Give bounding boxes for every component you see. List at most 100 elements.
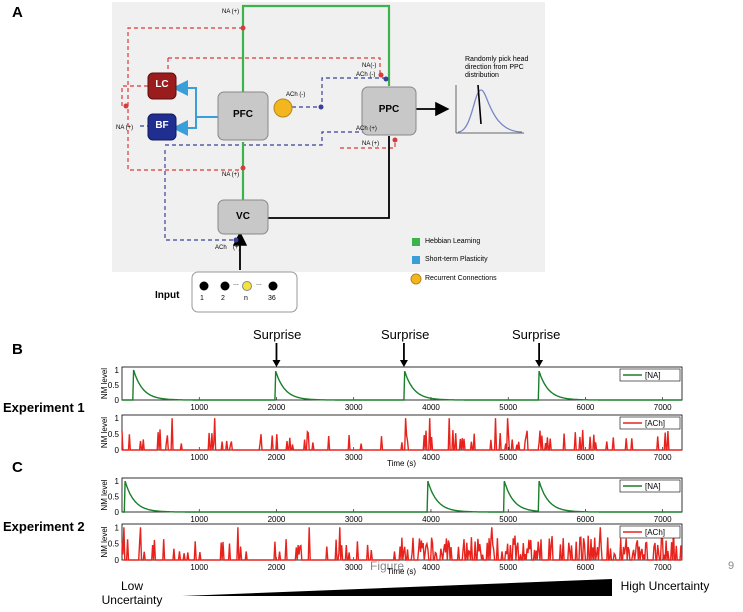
edge-label-na-minus: NA(-) [362,63,377,69]
x-tick-label: 2000 [268,563,286,572]
series-line [121,418,682,451]
panel-label-b: B [12,341,23,358]
x-tick-label: 5000 [499,563,517,572]
x-tick-label: 4000 [422,563,440,572]
legend-label: [ACh] [645,528,665,537]
figure-caption: Figure [370,559,405,573]
input-title: Input [155,290,180,301]
series-line [121,527,683,561]
plasticity-arrows [172,80,218,136]
x-tick-label: 1000 [190,563,208,572]
x-tick-label: 3000 [345,403,363,412]
input-label-n: n [244,295,248,302]
edge-label-ach-pfc: ACh (-) [286,92,306,98]
x-tick-label: 4000 [422,403,440,412]
x-axis-label-c: Time (s) [387,567,417,576]
x-tick-label: 1000 [190,515,208,524]
y-tick-label: 0.5 [108,540,120,549]
y-tick-label: 1 [115,477,120,486]
x-tick-label: 6000 [577,453,595,462]
bf-label: BF [155,120,169,131]
legend-hebbian: Hebbian Learning [425,238,481,245]
input-box [191,271,298,313]
y-tick-label: 1 [115,523,120,532]
edge-label-na-top: NA (+) [222,9,240,15]
x-tick-label: 5000 [499,453,517,462]
y-axis-label: NM level [100,479,109,510]
y-tick-label: 0 [115,556,120,565]
surprise-label-3: Surprise [512,327,561,342]
edge-label-na-bf: NA (+) [116,125,134,131]
input-label-36: 36 [268,295,276,302]
y-tick-label: 1 [115,366,120,375]
low-uncertainty-label: Low Uncertainty [101,579,163,607]
x-tick-label: 3000 [345,515,363,524]
lc-label: LC [155,79,169,90]
surprise-arrowhead [535,360,544,367]
edge-label-ach-vc: ACh [215,245,227,251]
ppc-label: PPC [378,104,400,115]
legend-box [619,525,681,539]
pfc-node [217,91,269,141]
y-axis-label: NM level [100,526,109,557]
legend-label: [ACh] [645,419,665,428]
lc-node [147,72,177,100]
legend-swatch-recurrent [410,273,422,285]
ppc-distribution-plot [455,84,524,134]
recurrent-connection-icon [273,98,293,118]
input-label-2: 2 [221,295,225,302]
x-tick-label: 6000 [577,515,595,524]
x-tick-label: 3000 [345,453,363,462]
x-tick-label: 7000 [654,403,672,412]
input-units [199,281,278,291]
surprise-arrowhead [272,360,281,367]
series-line [122,480,682,513]
y-axis-label: NM level [100,368,109,399]
legend-swatch-plasticity [412,256,420,264]
experiment-2-label: Experiment 2 [3,519,85,534]
legend-label: [NA] [645,482,661,491]
x-tick-label: 2000 [268,515,286,524]
edge-label-na-ppc: NA (+) [362,141,380,147]
experiment-1-label: Experiment 1 [3,400,85,415]
legend-box [619,368,681,382]
surprise-label-2: Surprise [381,327,430,342]
series-line [122,369,682,401]
head-direction-note: Randomly pick head direction from PPC di… [465,56,529,79]
edge-label-ach-plus: ACh (+) [356,126,377,132]
diagram-background [112,2,545,272]
legend-box [619,479,681,493]
y-tick-label: 0.5 [108,493,120,502]
vc-node [217,199,269,235]
plot-frame [121,366,683,401]
x-tick-label: 4000 [422,453,440,462]
legend-recurrent: Recurrent Connections [425,275,497,282]
feedforward-pathways [232,101,450,270]
x-tick-label: 2000 [268,453,286,462]
x-tick-label: 1000 [190,403,208,412]
x-tick-label: 7000 [654,453,672,462]
x-tick-label: 1000 [190,453,208,462]
legend-label: [NA] [645,371,661,380]
x-tick-label: 7000 [654,563,672,572]
surprise-arrowhead [399,360,408,367]
surprise-label-1: Surprise [253,327,302,342]
vc-label: VC [236,211,250,222]
y-tick-label: 0 [115,396,120,405]
uncertainty-wedge [182,579,612,596]
x-axis-label-b: Time (s) [387,459,417,468]
y-axis-label: NM level [100,417,109,448]
pfc-label: PFC [233,109,253,120]
panel-label-c: C [12,459,23,476]
legend-plasticity: Short-term Plasticity [425,256,488,263]
edge-label-ach-vc-plus: (+) [233,245,241,251]
legend-swatch-hebbian [412,238,420,246]
x-tick-label: 6000 [577,403,595,412]
network-diagram [112,2,545,313]
input-ellipsis-2: ... [256,280,262,287]
legend-box [619,416,681,430]
ppc-node [361,86,417,136]
x-tick-label: 3000 [345,563,363,572]
